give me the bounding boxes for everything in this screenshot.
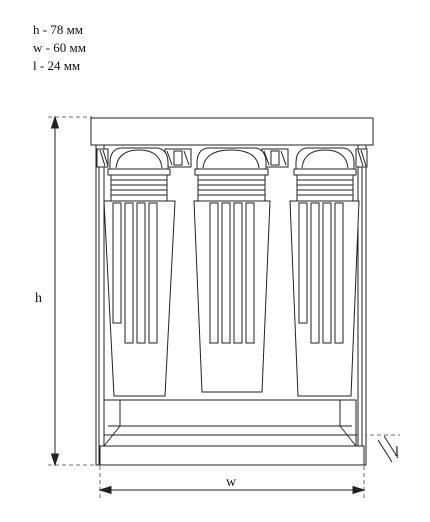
filter-housing-2: [193, 147, 271, 393]
spec-depth: l - 24 мм: [33, 58, 81, 73]
dimension-specs: h - 78 мм w - 60 мм l - 24 мм: [33, 21, 86, 75]
depth-dimension: [377, 435, 399, 463]
connectors: [96, 148, 368, 168]
depth-label: l: [395, 445, 399, 460]
width-dimension: [98, 485, 366, 495]
top-plate: [90, 117, 374, 146]
left-frame-post: [95, 144, 105, 466]
base-tray: [99, 399, 365, 466]
filter-housing-1: [103, 147, 176, 397]
filter-housing-3: [289, 147, 360, 397]
height-dimension: [50, 115, 60, 467]
height-label: h: [35, 291, 42, 306]
spec-width: w - 60 мм: [33, 40, 86, 55]
spec-height: h - 78 мм: [33, 22, 84, 37]
width-label: w: [226, 475, 237, 490]
